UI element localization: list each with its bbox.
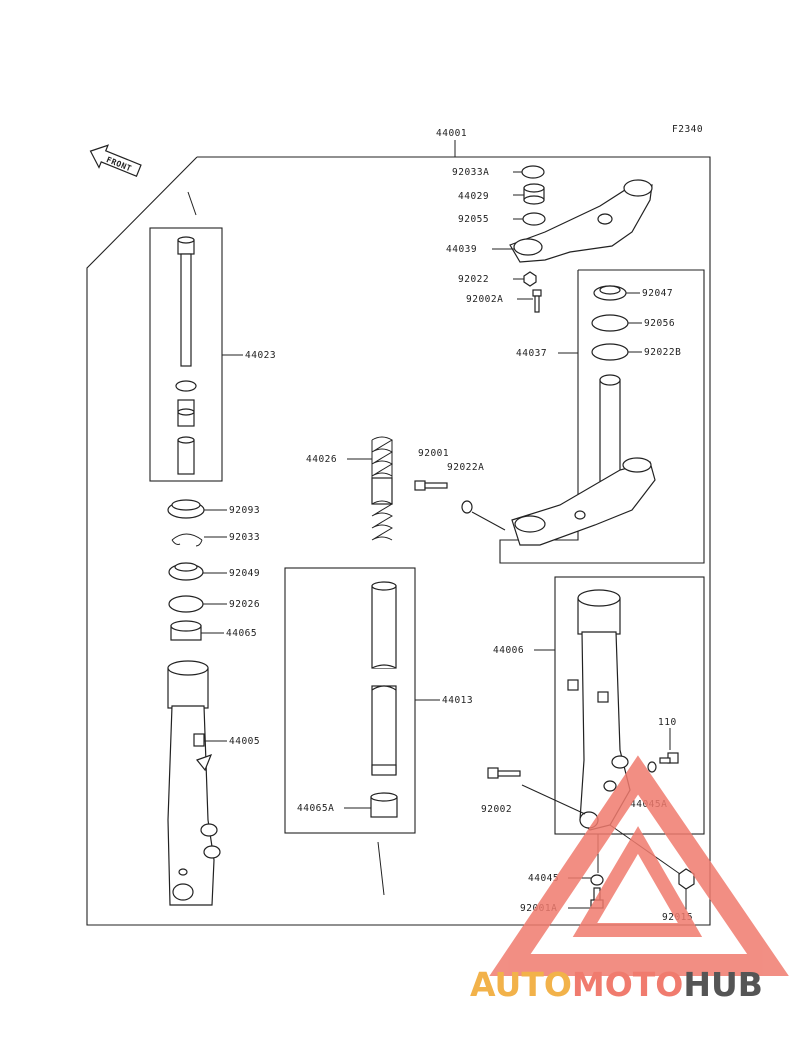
label-92022A: 92022A — [447, 462, 484, 473]
label-44037: 44037 — [516, 348, 547, 359]
label-44029: 44029 — [458, 191, 489, 202]
watermark-logo-icon — [489, 755, 789, 976]
label-92033A: 92033A — [452, 167, 489, 178]
bolt-92001 — [414, 480, 448, 491]
label-92033: 92033 — [229, 532, 260, 543]
figure-code: F2340 — [672, 124, 703, 135]
bolt-110 — [659, 752, 679, 764]
assembly-frame — [86, 156, 711, 926]
label-92056: 92056 — [644, 318, 675, 329]
washer-44045A — [647, 761, 657, 773]
bushing-44065 — [170, 620, 202, 641]
label-44045: 44045 — [528, 873, 559, 884]
clip-92033 — [171, 533, 203, 547]
label-44023: 44023 — [245, 350, 276, 361]
watermark-auto: AUTO — [470, 965, 572, 1004]
label-92001: 92001 — [418, 448, 449, 459]
ring-92022B — [591, 343, 629, 361]
label-110: 110 — [658, 717, 677, 728]
label-92022B: 92022B — [644, 347, 681, 358]
label-44005: 44005 — [229, 736, 260, 747]
label-92002A: 92002A — [466, 294, 503, 305]
leader-lines — [201, 171, 687, 910]
oil-seal-92093 — [167, 499, 205, 519]
bolt-92002A — [532, 289, 542, 313]
box-44006 — [554, 576, 705, 835]
nut-92022 — [523, 271, 537, 287]
steering-stem — [511, 374, 656, 546]
label-44039: 44039 — [446, 244, 477, 255]
label-92055: 92055 — [458, 214, 489, 225]
watermark-hub: HUB — [683, 965, 763, 1004]
label-92022: 92022 — [458, 274, 489, 285]
label-44065A: 44065A — [297, 803, 334, 814]
front-arrow-icon: FRONT — [89, 144, 142, 177]
seal-92049 — [168, 562, 204, 581]
washer-92026 — [168, 595, 204, 613]
label-44065: 44065 — [226, 628, 257, 639]
bushing-44065A — [370, 792, 398, 818]
washer-44045 — [590, 874, 604, 886]
box-44037 — [499, 269, 705, 564]
label-92026: 92026 — [229, 599, 260, 610]
upper-triple-clamp — [509, 179, 653, 263]
outer-tube-right — [567, 589, 631, 831]
label-44026: 44026 — [306, 454, 337, 465]
damper-rod — [175, 236, 197, 475]
watermark-moto: MOTO — [572, 965, 683, 1004]
o-ring-92055 — [522, 212, 546, 226]
bolt-92002 — [487, 767, 521, 779]
label-44006: 44006 — [493, 645, 524, 656]
label-44001: 44001 — [436, 128, 467, 139]
nut-92015 — [678, 868, 695, 890]
label-92093: 92093 — [229, 505, 260, 516]
watermark-text: AUTOMOTOHUB — [470, 965, 763, 1004]
inner-tube-upper — [371, 581, 397, 669]
inner-tube-lower — [371, 685, 397, 776]
outer-tube-left — [167, 660, 221, 906]
seal-92047 — [593, 285, 627, 301]
bushing-44029 — [523, 183, 545, 205]
label-92049: 92049 — [229, 568, 260, 579]
label-92002: 92002 — [481, 804, 512, 815]
label-92047: 92047 — [642, 288, 673, 299]
washer-92022A — [461, 500, 473, 514]
label-44013: 44013 — [442, 695, 473, 706]
ring-92056 — [591, 314, 629, 332]
fork-spring — [371, 436, 393, 541]
o-ring-92033A — [521, 165, 545, 179]
